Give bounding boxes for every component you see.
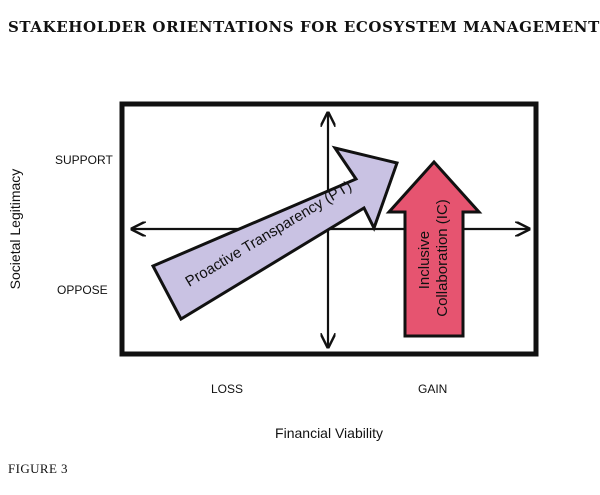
x-high-label: GAIN bbox=[418, 382, 447, 396]
x-axis-title: Financial Viability bbox=[275, 425, 383, 441]
proactive-transparency-arrow bbox=[150, 145, 399, 322]
inclusive-collaboration-arrow bbox=[385, 159, 483, 338]
quadrant-frame bbox=[119, 101, 539, 357]
inclusive-collaboration-line2: Collaboration (IC) bbox=[434, 199, 451, 317]
x-low-label: LOSS bbox=[211, 382, 243, 396]
figure-title: STAKEHOLDER ORIENTATIONS FOR ECOSYSTEM M… bbox=[8, 18, 600, 36]
inclusive-collaboration-line1: Inclusive bbox=[416, 231, 433, 289]
inclusive-collaboration-label: Inclusive Collaboration (IC) bbox=[416, 199, 451, 317]
y-low-label: OPPOSE bbox=[57, 283, 108, 297]
y-axis-title: Societal Legitimacy bbox=[7, 169, 23, 290]
y-high-label: SUPPORT bbox=[55, 153, 113, 167]
figure-label: FIGURE 3 bbox=[8, 461, 68, 476]
